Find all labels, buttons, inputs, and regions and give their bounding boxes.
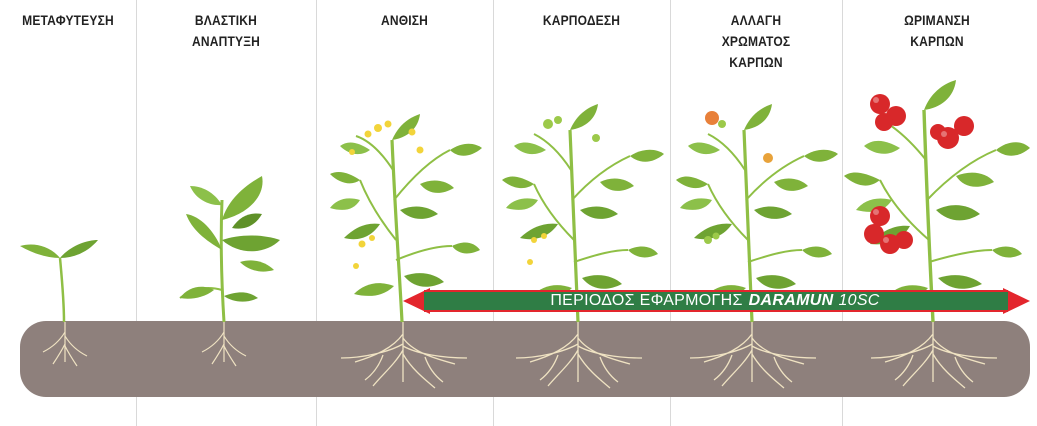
application-period-label: ΠΕΡΙΟΔΟΣ ΕΦΑΡΜΟΓΗΣ DARAMUN 10SC bbox=[400, 286, 1030, 316]
flower-cluster bbox=[349, 121, 424, 270]
roots-stage-2 bbox=[202, 322, 246, 366]
roots-stage-3 bbox=[341, 322, 467, 388]
roots-stage-5 bbox=[690, 322, 816, 388]
seedling-plant bbox=[20, 240, 98, 322]
product-code: 10SC bbox=[838, 292, 879, 310]
turning-fruit bbox=[705, 111, 719, 125]
young-plant bbox=[180, 176, 280, 322]
roots-stage-1 bbox=[43, 322, 87, 366]
roots-stage-6 bbox=[871, 322, 997, 388]
product-name: DARAMUN bbox=[749, 292, 834, 310]
application-period-prefix: ΠΕΡΙΟΔΟΣ ΕΦΑΡΜΟΓΗΣ bbox=[550, 292, 742, 310]
roots-stage-4 bbox=[516, 322, 642, 388]
